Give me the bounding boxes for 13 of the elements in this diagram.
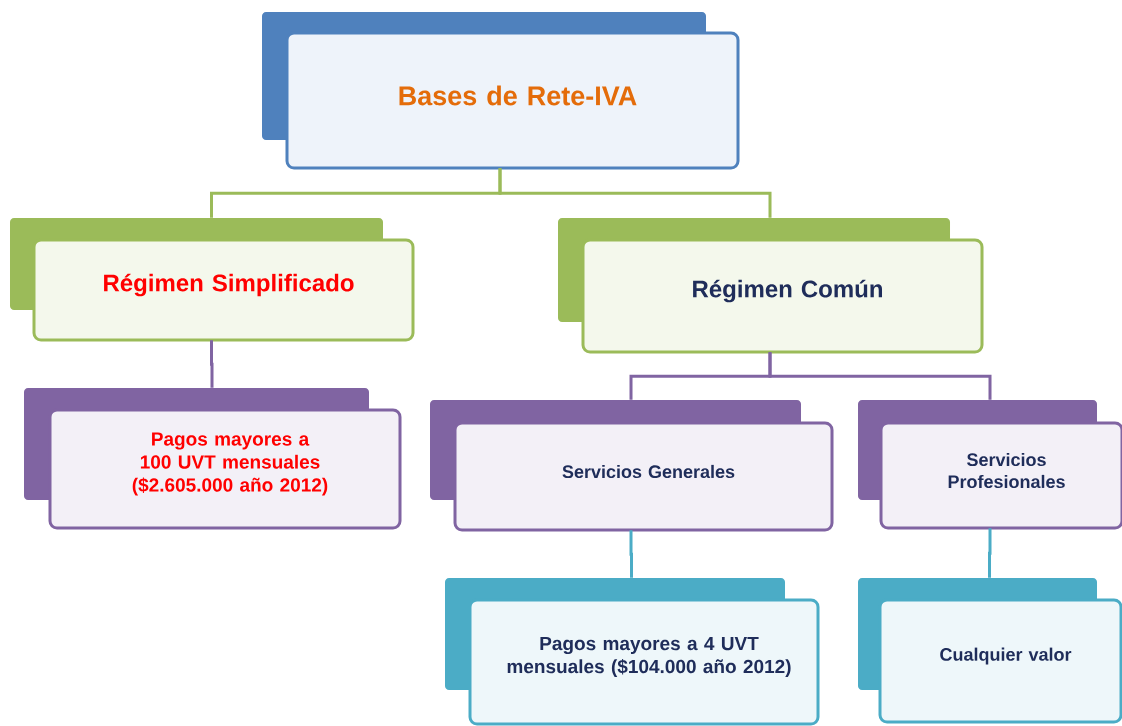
connector-line xyxy=(210,340,214,388)
org-box: Bases de Rete-IVA xyxy=(262,12,740,170)
connector-line xyxy=(629,530,633,578)
org-box: Cualquier valor xyxy=(858,578,1122,724)
org-box: Régimen Común xyxy=(558,218,984,354)
connector-line xyxy=(498,168,772,218)
org-box: Pagos mayores a 100 UVT mensuales ($2.605.000 año 2012) xyxy=(24,388,402,530)
connector-line xyxy=(768,352,992,400)
org-box: Servicios Profesionales xyxy=(858,400,1122,530)
org-box: Servicios Generales xyxy=(430,400,834,532)
org-box: Pagos mayores a 4 UVT mensuales ($104.000 año 2012) xyxy=(445,578,820,726)
connector-line xyxy=(988,528,992,578)
org-box: Régimen Simplificado xyxy=(10,218,415,342)
